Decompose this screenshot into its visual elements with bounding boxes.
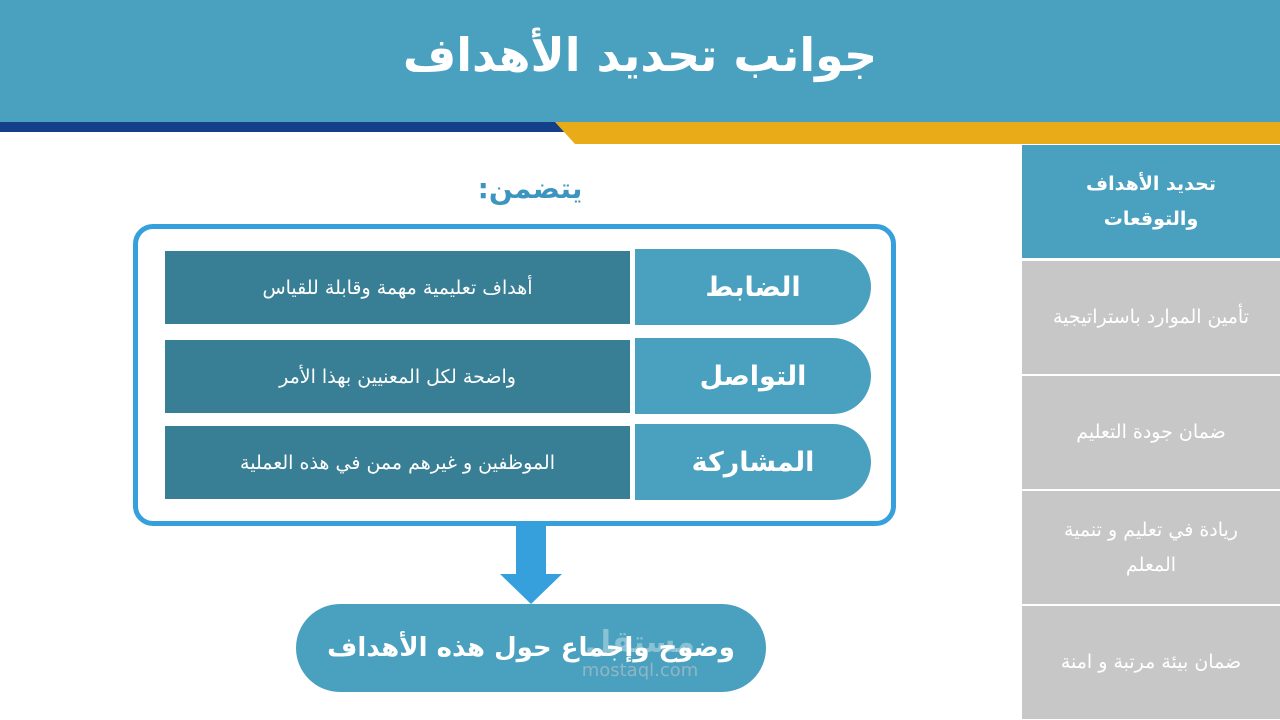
arrow-down-icon bbox=[500, 524, 562, 604]
header-stripe-gold bbox=[555, 122, 1280, 144]
sidebar-item-goals[interactable]: تحديد الأهداف والتوقعات bbox=[1022, 145, 1280, 258]
row-description: واضحة لكل المعنيين بهذا الأمر bbox=[165, 340, 630, 413]
sidebar-item-resources[interactable]: تأمين الموارد باستراتيجية bbox=[1022, 261, 1280, 374]
row-description: أهداف تعليمية مهمة وقابلة للقياس bbox=[165, 251, 630, 324]
row-description: الموظفين و غيرهم ممن في هذه العملية bbox=[165, 426, 630, 499]
result-pill: وضوح وإجماع حول هذه الأهداف bbox=[296, 604, 766, 692]
section-subtitle: يتضمن: bbox=[477, 172, 583, 205]
sidebar-item-label: ضمان بيئة مرتبة و امنة bbox=[1060, 651, 1242, 674]
row-label: الضابط bbox=[635, 249, 871, 325]
sidebar-item-environment[interactable]: ضمان بيئة مرتبة و امنة bbox=[1022, 606, 1280, 719]
sidebar-item-quality[interactable]: ضمان جودة التعليم bbox=[1022, 376, 1280, 489]
row-label: المشاركة bbox=[635, 424, 871, 500]
sidebar: تحديد الأهداف والتوقعات تأمين الموارد با… bbox=[1022, 145, 1280, 720]
sidebar-item-label: تحديد الأهداف والتوقعات bbox=[1086, 173, 1216, 230]
page-title: جوانب تحديد الأهداف bbox=[402, 28, 878, 82]
sidebar-item-label: ريادة في تعليم و تنمية المعلم bbox=[1064, 519, 1238, 576]
row-label: التواصل bbox=[635, 338, 871, 414]
header-stripe-blue bbox=[0, 122, 575, 132]
sidebar-item-label: تأمين الموارد باستراتيجية bbox=[1053, 306, 1250, 329]
sidebar-item-label: ضمان جودة التعليم bbox=[1076, 421, 1226, 444]
header-bar bbox=[0, 0, 1280, 122]
sidebar-item-leadership[interactable]: ريادة في تعليم و تنمية المعلم bbox=[1022, 491, 1280, 604]
